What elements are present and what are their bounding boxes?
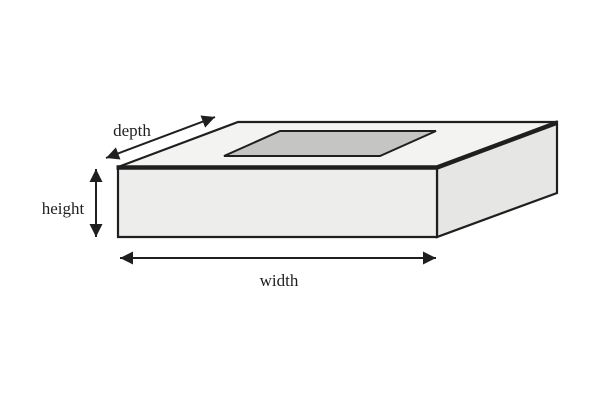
width-label: width: [260, 271, 299, 290]
inset-panel: [223, 130, 437, 157]
depth-arrow: [105, 115, 216, 160]
box-front-face: [116, 165, 439, 239]
depth-label: depth: [113, 121, 151, 140]
box-front-top-edge: [116, 120, 559, 170]
height-label: height: [42, 199, 85, 218]
